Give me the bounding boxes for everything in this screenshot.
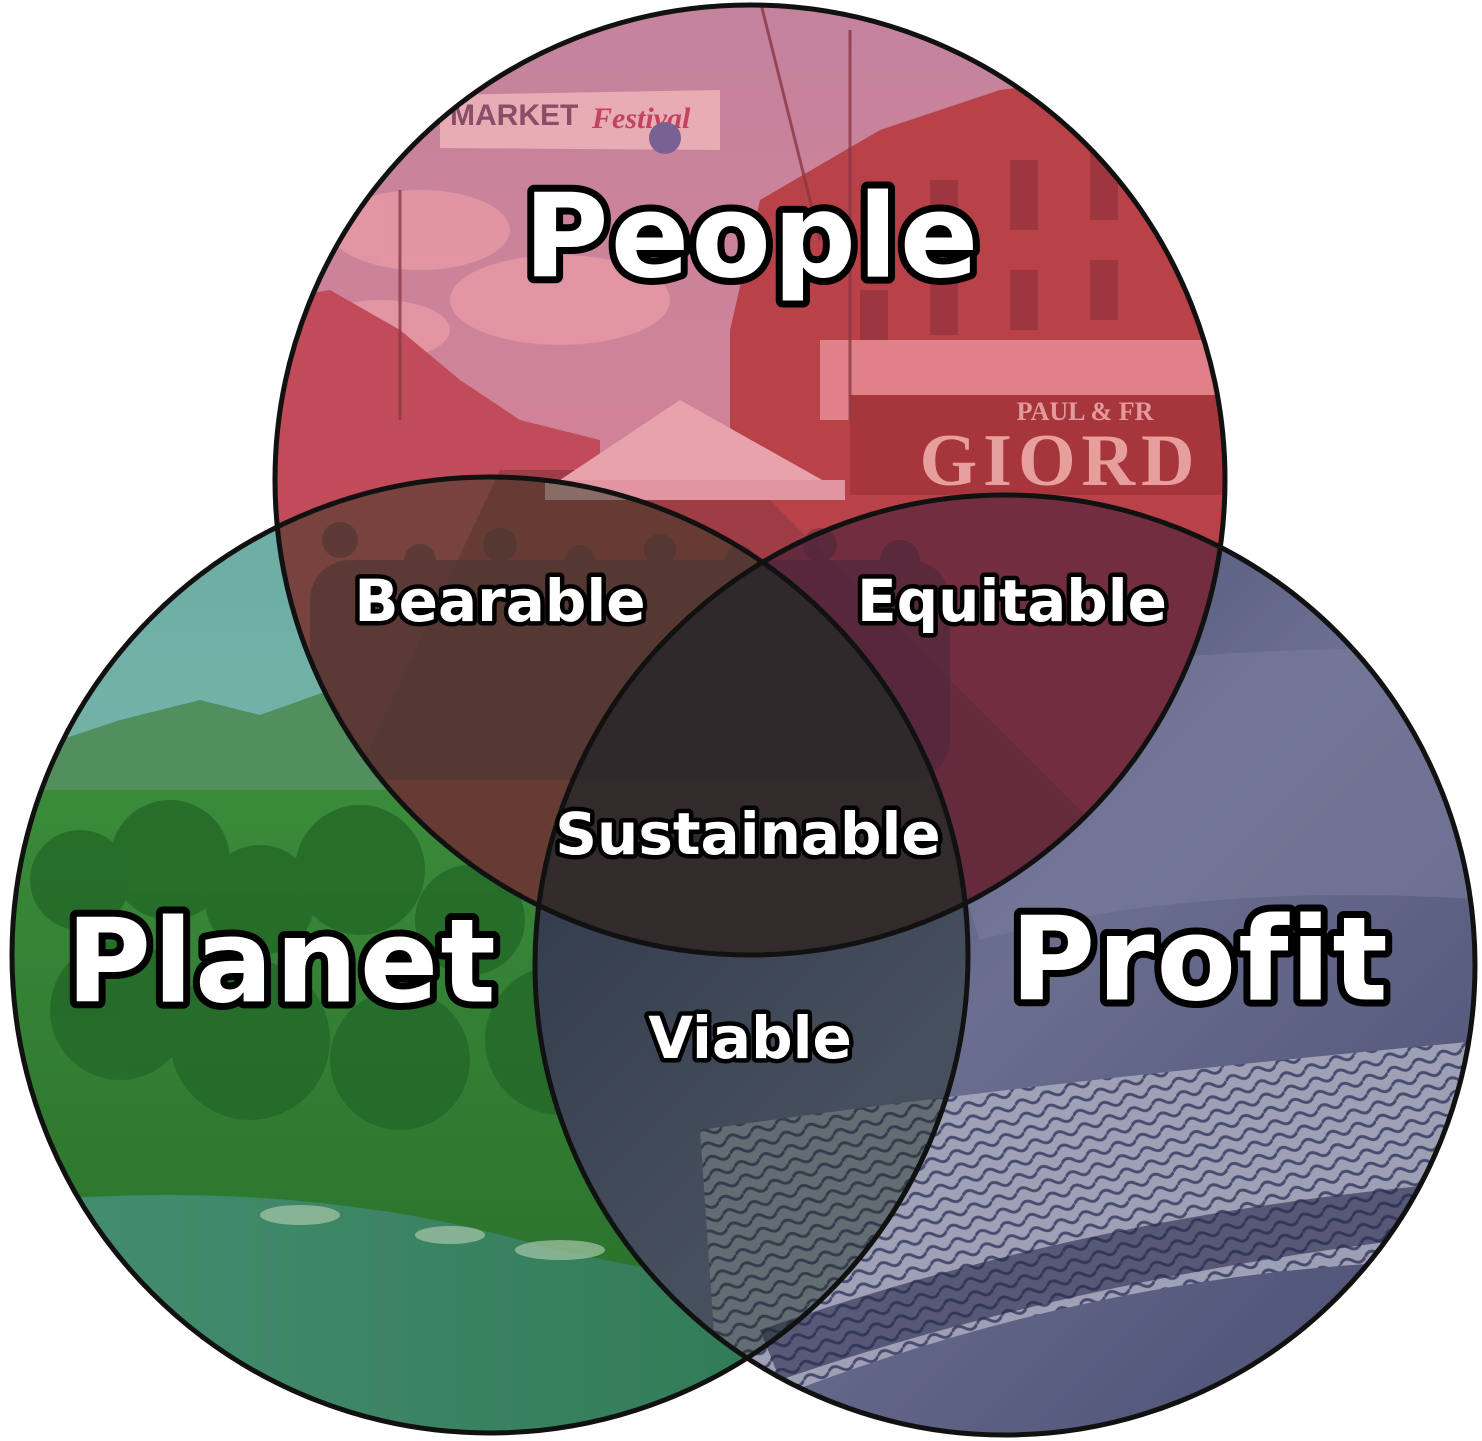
profit-label: Profit bbox=[1010, 893, 1390, 1028]
shop-sign-main-text: GIORD bbox=[920, 420, 1201, 502]
sustainable-label: Sustainable bbox=[555, 800, 941, 868]
bearable-label: Bearable bbox=[354, 567, 645, 635]
equitable-label: Equitable bbox=[857, 567, 1167, 635]
overlap-planet-profit bbox=[535, 495, 968, 1433]
planet-label: Planet bbox=[66, 895, 498, 1030]
tent-white bbox=[560, 400, 840, 490]
banner-market-text: MARKET bbox=[450, 99, 578, 132]
shop-sign-top-text: PAUL & FR bbox=[1017, 397, 1154, 426]
overlap-people-profit bbox=[535, 495, 1225, 955]
viable-label: Viable bbox=[648, 1004, 852, 1072]
people-label: People bbox=[524, 170, 981, 305]
shop-sign bbox=[850, 395, 1225, 495]
profit-outline bbox=[532, 492, 1478, 1438]
planet-outline bbox=[9, 474, 971, 1436]
people-outline bbox=[272, 2, 1228, 958]
market-banner: MARKET Festival bbox=[440, 90, 720, 154]
